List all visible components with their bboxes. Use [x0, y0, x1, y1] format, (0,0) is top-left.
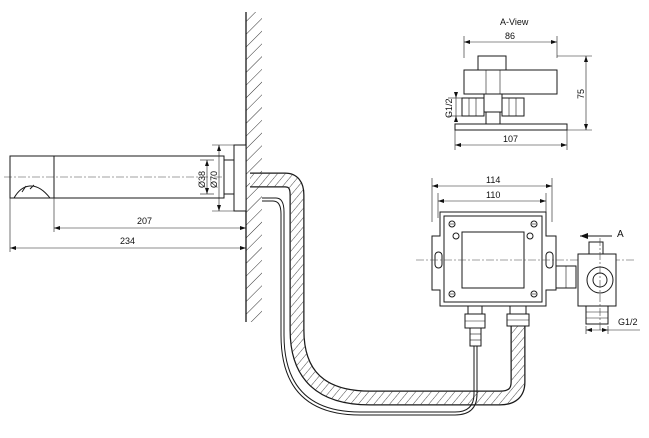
box-cover	[443, 215, 543, 303]
a-view-height-75-label: 75	[576, 89, 586, 99]
valve-body	[577, 253, 617, 307]
a-view-thread-label: G1/2	[444, 98, 454, 118]
box-screws	[448, 220, 538, 298]
spout-length-dimensions: 207 234	[9, 198, 247, 252]
wall-hatching	[246, 12, 262, 322]
a-view-top-block	[477, 55, 507, 71]
valve-body-top	[588, 241, 604, 255]
spout-diameter-dimensions: Ø38 Ø70	[197, 144, 236, 212]
sensor-cable	[262, 197, 482, 416]
a-view-left-nut	[461, 97, 485, 117]
thread-dimension-right: G1/2	[585, 317, 640, 334]
a-view-foot	[485, 111, 501, 125]
spout-flange-plate	[233, 144, 247, 212]
spout	[4, 144, 247, 212]
a-view: A-View 86 G1/2 75	[444, 17, 592, 150]
box-width-114-label: 114	[486, 175, 500, 185]
box-width-110-label: 110	[486, 190, 500, 200]
a-view-width-86-label: 86	[505, 31, 515, 41]
thread-right-label: G1/2	[618, 317, 638, 327]
spout-length-234-label: 234	[120, 236, 135, 246]
spout-inner-diameter-label: Ø38	[197, 171, 207, 188]
spout-flange-collar	[223, 159, 235, 195]
inlet-valve	[555, 238, 617, 332]
hose-braid	[250, 173, 525, 405]
spout-flange-diameter-label: Ø70	[209, 171, 219, 188]
wall	[245, 12, 262, 322]
spout-length-207-label: 207	[137, 216, 152, 226]
cable-plug	[469, 327, 482, 347]
a-view-title: A-View	[500, 17, 529, 27]
braided-hose	[250, 172, 526, 406]
spout-outlet	[13, 184, 51, 199]
valve-thread-bottom	[585, 305, 609, 325]
a-view-base-plate	[454, 123, 568, 131]
a-view-stem	[483, 93, 503, 113]
box-bottom-fitting-left	[467, 305, 483, 315]
a-view-width-107-label: 107	[503, 134, 518, 144]
view-marker-a: A	[580, 229, 624, 240]
control-box: 114 110	[431, 175, 557, 329]
a-view-upper-body	[463, 69, 558, 95]
a-view-right-nut	[501, 97, 525, 117]
box-bottom-fitting-right	[509, 305, 527, 315]
view-marker-a-label: A	[617, 229, 624, 240]
